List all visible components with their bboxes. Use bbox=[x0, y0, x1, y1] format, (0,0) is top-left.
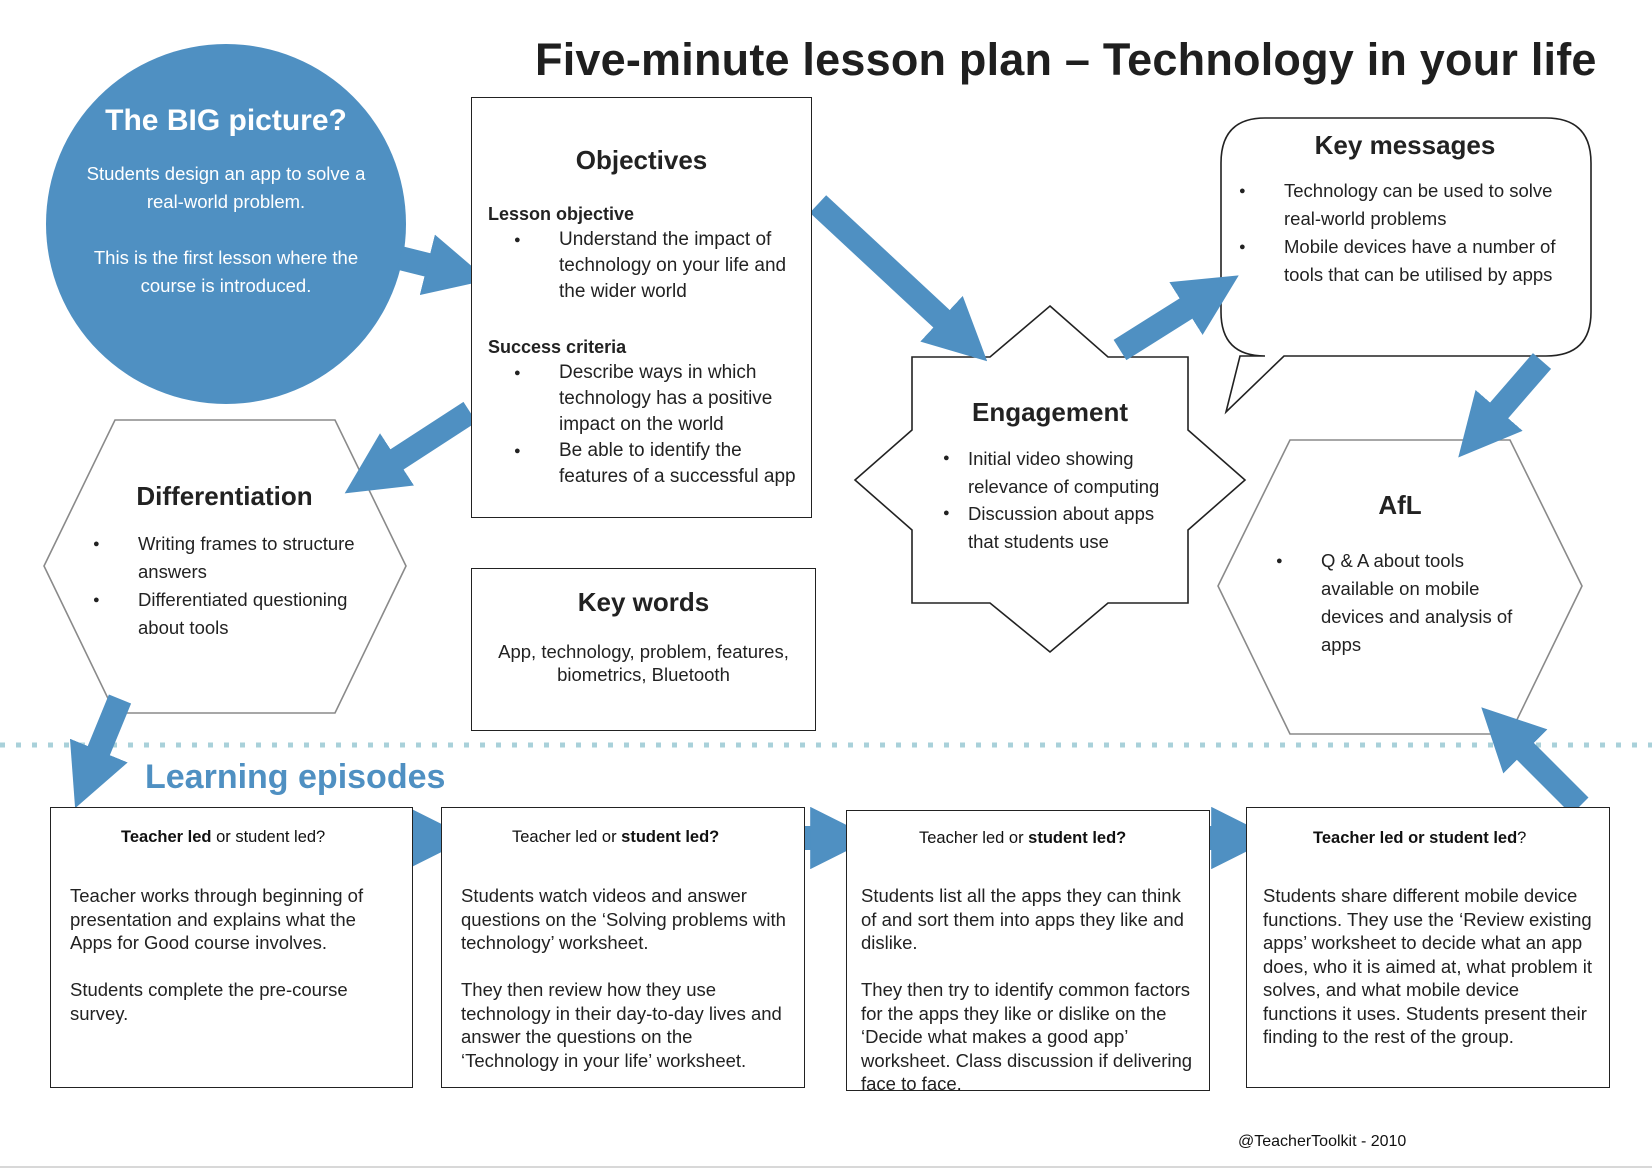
arrow-episode4-to-afl bbox=[1481, 707, 1589, 815]
footer-credit: @TeacherToolkit - 2010 bbox=[1238, 1133, 1407, 1150]
episode-3-connector: or bbox=[1004, 829, 1029, 847]
success-criteria-list: Describe ways in which technology has a … bbox=[514, 360, 804, 490]
episode-3-paragraph: Students list all the apps they can thin… bbox=[861, 885, 1184, 953]
episode-4-student-label: ? bbox=[1517, 829, 1527, 847]
learning-episodes-heading: Learning episodes bbox=[145, 758, 446, 796]
differentiation-item: Writing frames to structure answers bbox=[93, 530, 358, 586]
afl-heading: AfL bbox=[1378, 490, 1422, 520]
success-criteria-item: Describe ways in which technology has a … bbox=[514, 360, 804, 438]
episode-1-paragraph: Teacher works through beginning of prese… bbox=[70, 885, 364, 953]
page-bottom-edge bbox=[0, 1166, 1652, 1168]
key-words-box: Key words App, technology, problem, feat… bbox=[471, 568, 816, 731]
episode-4-box: Teacher led or student led? Students sha… bbox=[1246, 807, 1610, 1088]
big-picture-circle bbox=[46, 44, 406, 404]
big-picture-text-1: Students design an app to solve a real-w… bbox=[86, 163, 366, 212]
episode-1-text: Teacher works through beginning of prese… bbox=[70, 884, 400, 1049]
episode-2-paragraph: Students watch videos and answer questio… bbox=[461, 885, 786, 953]
episode-2-mode: Teacher led or student led? bbox=[512, 828, 719, 847]
differentiation-heading: Differentiation bbox=[136, 481, 313, 511]
engagement-list: Initial video showing relevance of compu… bbox=[943, 445, 1173, 555]
episode-1-mode: Teacher led or student led? bbox=[121, 828, 325, 847]
episode-2-teacher-label: Teacher led bbox=[512, 828, 598, 846]
engagement-item: Discussion about apps that students use bbox=[943, 500, 1173, 555]
episode-2-text: Students watch videos and answer questio… bbox=[461, 884, 791, 1096]
episode-1-paragraph: Students complete the pre-course survey. bbox=[70, 979, 348, 1024]
key-words-text: App, technology, problem, features, biom… bbox=[498, 641, 789, 685]
arrow-engagement-to-keymessages bbox=[1113, 275, 1239, 361]
big-picture-heading: The BIG picture? bbox=[105, 104, 347, 137]
objectives-heading: Objectives bbox=[575, 145, 708, 175]
success-criteria-item: Be able to identify the features of a su… bbox=[514, 438, 804, 490]
afl-item: Q & A about tools available on mobile de… bbox=[1276, 547, 1536, 659]
objectives-box: Objectives Lesson objective Understand t… bbox=[471, 97, 812, 518]
differentiation-list: Writing frames to structure answers Diff… bbox=[93, 530, 358, 642]
engagement-heading: Engagement bbox=[971, 397, 1129, 427]
page-title: Five-minute lesson plan – Technology in … bbox=[535, 34, 1597, 85]
episode-4-mode: Teacher led or student led? bbox=[1313, 829, 1526, 848]
episode-1-connector: or bbox=[211, 828, 236, 846]
engagement-item: Initial video showing relevance of compu… bbox=[943, 445, 1173, 500]
flow-arrows bbox=[69, 195, 1589, 870]
lesson-objective-list: Understand the impact of technology on y… bbox=[514, 227, 804, 305]
big-picture-content: The BIG picture? Students design an app … bbox=[80, 104, 372, 300]
episode-1-box: Teacher led or student led? Teacher work… bbox=[50, 807, 413, 1088]
episode-3-box: Teacher led or student led? Students lis… bbox=[846, 810, 1210, 1094]
afl-content: AfL Q & A about tools available on mobil… bbox=[1270, 490, 1540, 659]
arrow-objectives-to-engagement bbox=[809, 195, 988, 362]
arrow-differentiation-to-episodes bbox=[69, 694, 132, 809]
episode-3-mode: Teacher led or student led? bbox=[919, 829, 1126, 848]
episode-4-paragraph: Students share different mobile device f… bbox=[1263, 885, 1593, 1047]
key-messages-heading: Key messages bbox=[1314, 130, 1496, 160]
differentiation-content: Differentiation Writing frames to struct… bbox=[92, 481, 362, 642]
key-messages-content: Key messages Technology can be used to s… bbox=[1225, 130, 1585, 289]
episode-2-connector: or bbox=[597, 828, 622, 846]
lesson-objective-item: Understand the impact of technology on y… bbox=[514, 227, 804, 305]
episode-3-paragraph: They then try to identify common factors… bbox=[861, 979, 1193, 1094]
episode-3-text: Students list all the apps they can thin… bbox=[861, 884, 1201, 1119]
episode-2-box: Teacher led or student led? Students wat… bbox=[441, 807, 805, 1088]
afl-list: Q & A about tools available on mobile de… bbox=[1276, 547, 1536, 659]
episode-4-teacher-label: Teacher led or student led bbox=[1313, 829, 1518, 847]
key-messages-list: Technology can be used to solve real-wor… bbox=[1239, 177, 1579, 289]
differentiation-item: Differentiated questioning about tools bbox=[93, 586, 358, 642]
engagement-content: Engagement Initial video showing relevan… bbox=[930, 397, 1170, 555]
key-words-heading: Key words bbox=[577, 587, 710, 617]
episode-1-teacher-label: Teacher led bbox=[121, 828, 212, 846]
arrow-keymessages-to-afl bbox=[1458, 353, 1552, 458]
key-message-item: Technology can be used to solve real-wor… bbox=[1239, 177, 1579, 233]
arrow-objectives-to-differentiation bbox=[344, 401, 477, 494]
big-picture-text-2: This is the first lesson where the cours… bbox=[93, 247, 359, 296]
arrow-bigpicture-to-objectives bbox=[397, 234, 488, 296]
success-criteria-label: Success criteria bbox=[488, 337, 627, 357]
episode-3-teacher-label: Teacher led bbox=[919, 829, 1005, 847]
lesson-objective-label: Lesson objective bbox=[488, 204, 635, 224]
episode-2-student-label: student led? bbox=[621, 828, 720, 846]
episode-4-text: Students share different mobile device f… bbox=[1263, 884, 1598, 1072]
episode-2-paragraph: They then review how they use technology… bbox=[461, 979, 782, 1071]
episode-1-student-label: student led? bbox=[235, 828, 326, 846]
key-message-item: Mobile devices have a number of tools th… bbox=[1239, 233, 1579, 289]
episode-3-student-label: student led? bbox=[1028, 829, 1127, 847]
